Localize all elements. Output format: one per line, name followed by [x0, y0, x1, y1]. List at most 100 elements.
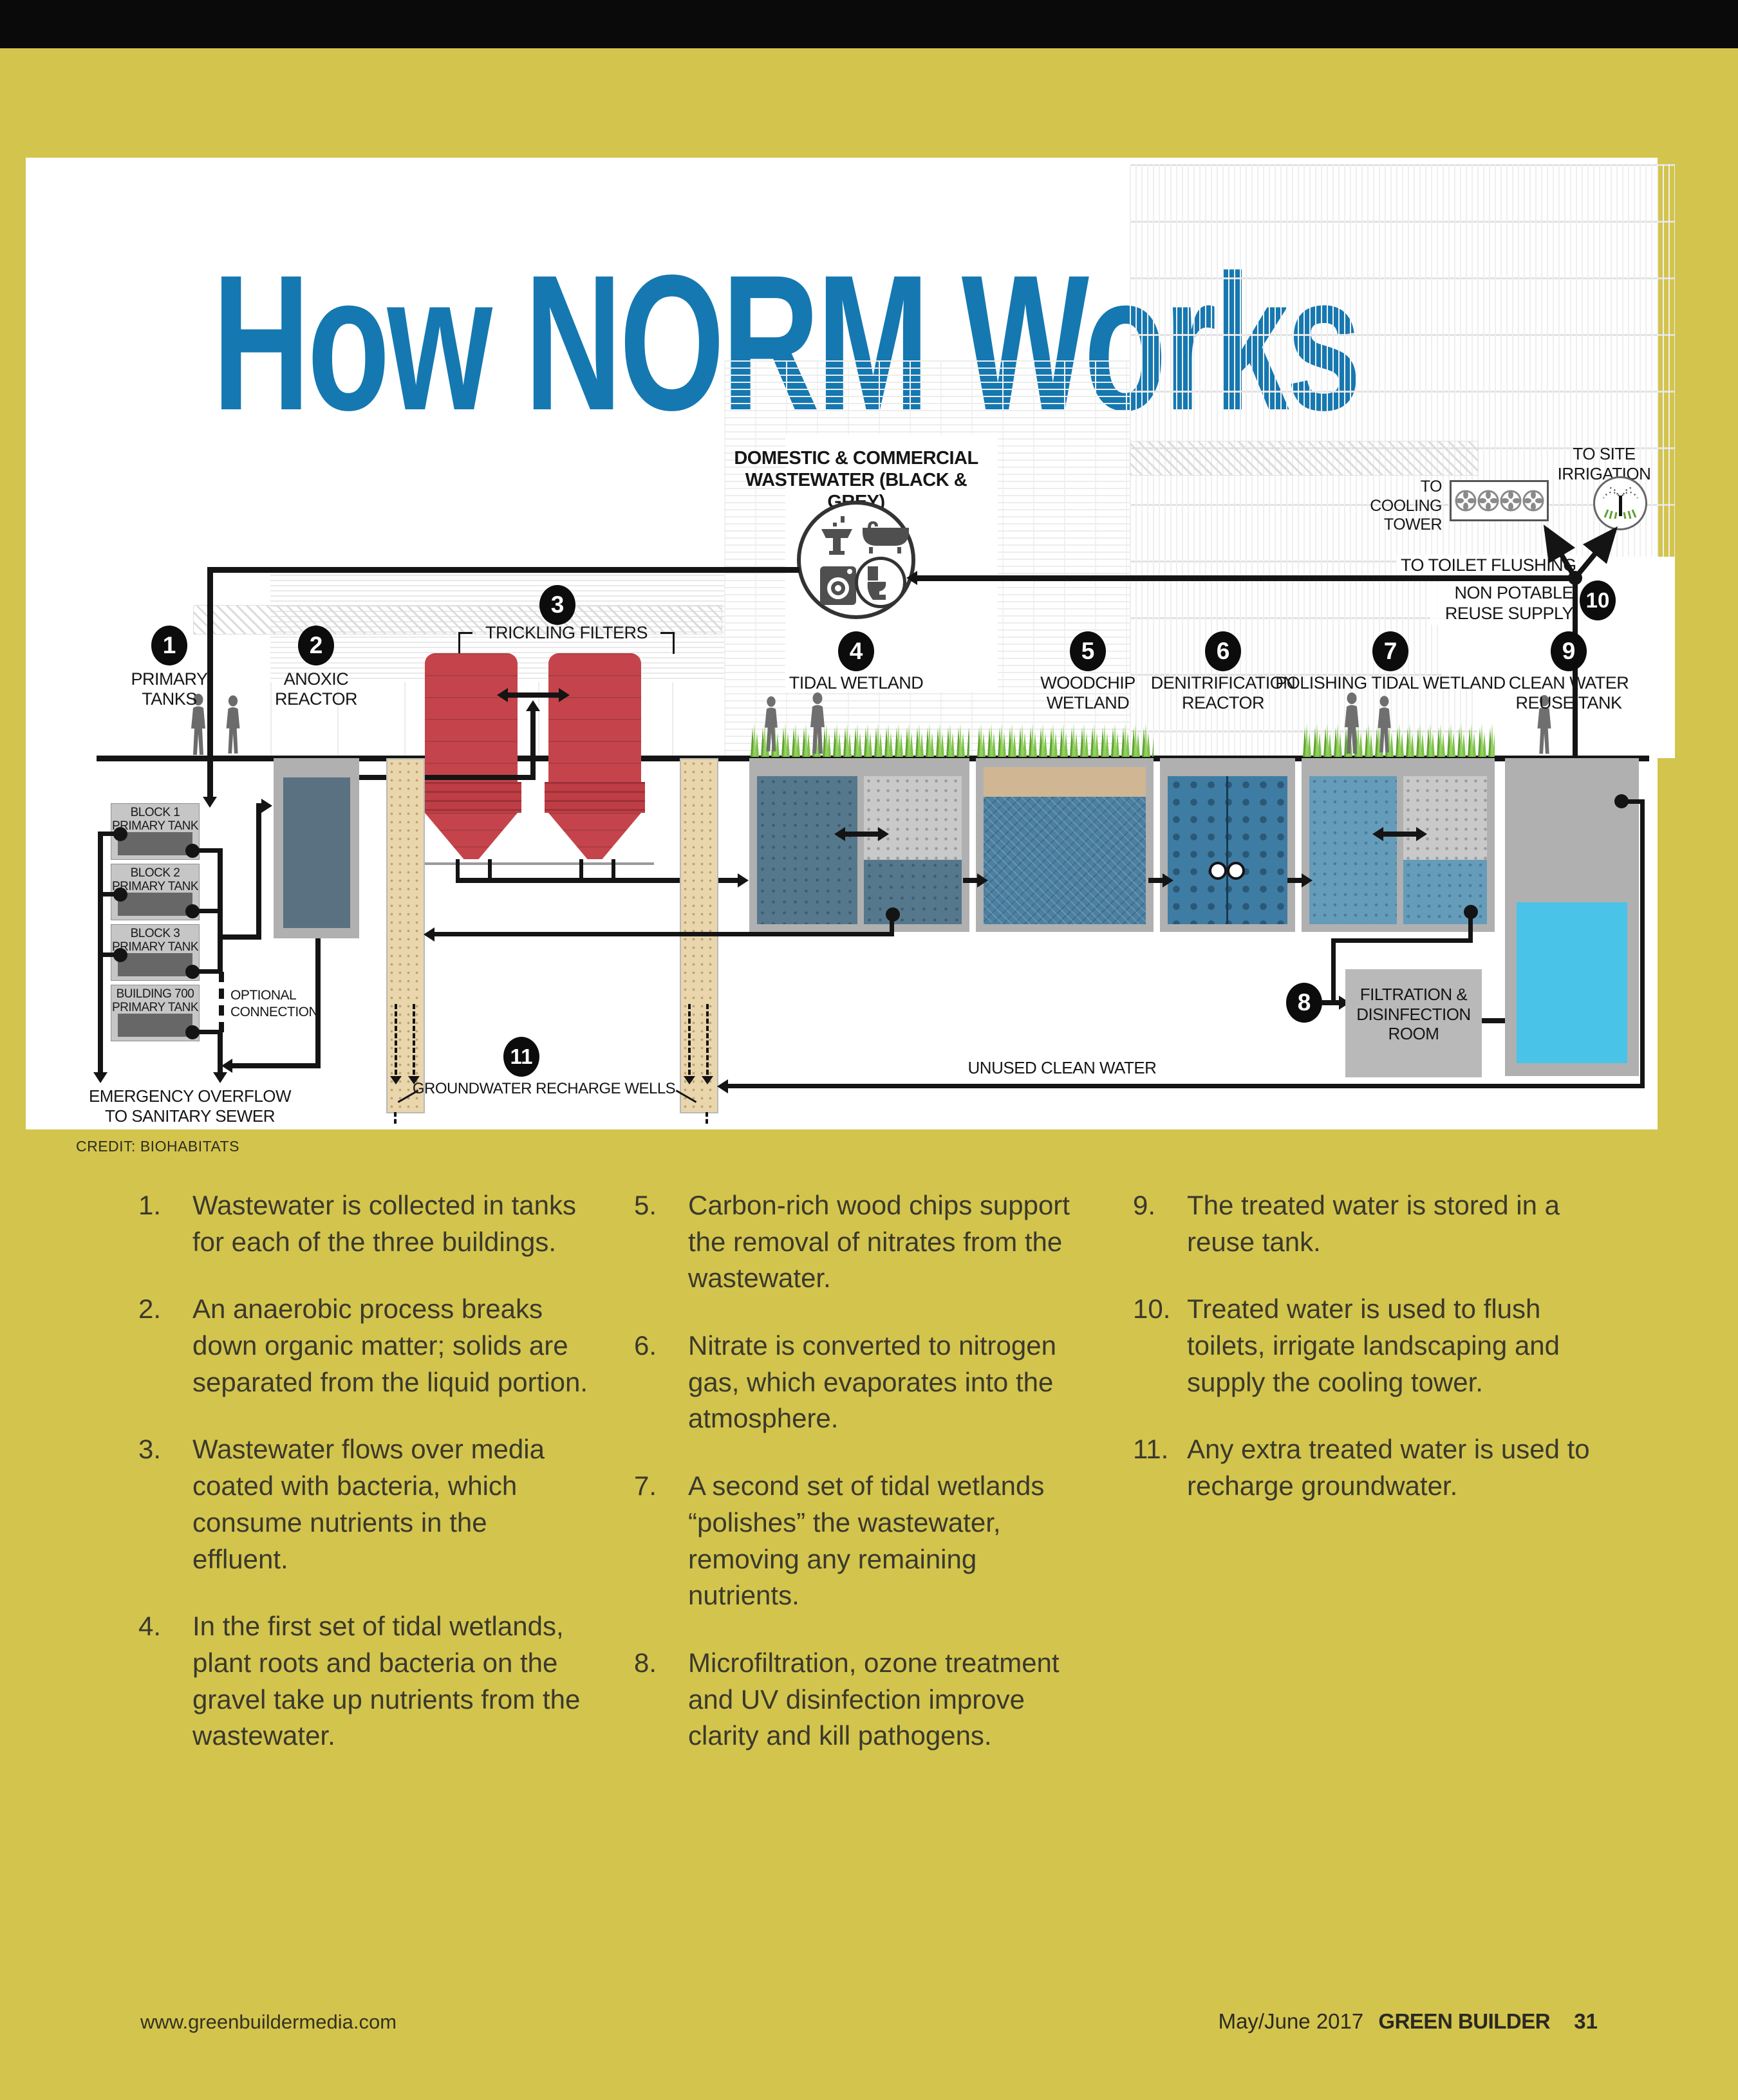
pipe-wastewater-vertical	[207, 567, 213, 797]
station-circle-3: 3	[539, 585, 575, 625]
steps-column-2: 5. Carbon-rich wood chips support the re…	[634, 1187, 1085, 1785]
station-circle-11: 11	[503, 1037, 539, 1077]
pipe-manifold-to-tidal	[456, 878, 739, 883]
pipe-denit-to-polishing	[1287, 878, 1305, 883]
pipe-room-to-tank	[1482, 1018, 1510, 1023]
station-label-3: TRICKLING FILTERS	[485, 623, 648, 642]
optional-connection-dashed	[219, 972, 224, 1032]
tidal-double-arrow-right	[878, 827, 889, 841]
tidal-recharge-h	[433, 932, 894, 936]
step-item: 3. Wastewater flows over media coated wi…	[138, 1431, 589, 1577]
well-right-dasharrow-2-head	[702, 1076, 713, 1084]
step-item: 10. Treated water is used to flush toile…	[1133, 1291, 1596, 1400]
step-text: In the first set of tidal wetlands, plan…	[192, 1611, 581, 1751]
unused-h-long	[727, 1084, 1645, 1088]
station-circle-7: 7	[1372, 631, 1408, 671]
step-number: 11.	[1133, 1434, 1169, 1465]
right-dot-3	[185, 965, 200, 979]
trickling-bracket-dropleft	[458, 632, 460, 654]
filter-double-arrow-right	[559, 688, 570, 702]
left-dot-2	[113, 887, 127, 902]
fan-icon	[1455, 490, 1476, 512]
steps-column-1: 1. Wastewater is collected in tanks for …	[138, 1187, 589, 1785]
sprinkler-icon	[1602, 487, 1639, 519]
filter1-outlet-a	[456, 859, 460, 883]
recharge-well-left	[386, 758, 425, 1113]
pipe-tidal-to-woodchip	[963, 878, 981, 883]
footer-magazine: GREEN BUILDER	[1378, 2009, 1551, 2033]
pipe-8-into-room	[1321, 1000, 1343, 1005]
fan-icon	[1522, 490, 1544, 512]
left-stub-2	[98, 892, 120, 897]
step-number: 1.	[138, 1190, 162, 1220]
station-circle-8: 8	[1286, 983, 1322, 1023]
right-trunk-upper	[218, 848, 223, 972]
right-stub-4	[193, 1030, 220, 1034]
station-circle-4: 4	[838, 631, 874, 671]
step-item: 9. The treated water is stored in a reus…	[1133, 1187, 1596, 1260]
left-dot-3	[113, 948, 127, 962]
station-label-7: POLISHING TIDAL WETLAND	[1275, 673, 1506, 692]
tidal-cell2-water	[864, 860, 962, 924]
station-label-1: PRIMARY TANKS	[131, 669, 208, 709]
building700-label: BUILDING 700 PRIMARY TANK	[111, 987, 199, 1014]
step-number: 6.	[634, 1330, 657, 1361]
pedestrians-polishing	[1345, 692, 1391, 754]
footer-page-number: 31	[1574, 2009, 1598, 2033]
fan-icon	[1500, 490, 1521, 512]
unused-clean-water-label: UNUSED CLEAN WATER	[967, 1058, 1157, 1077]
arrowhead-into-anoxic	[261, 799, 272, 813]
pipe-anoxic-to-filters-h	[345, 775, 536, 780]
pipe-wastewater-horizontal	[210, 567, 799, 573]
station-label-5: WOODCHIP WETLAND	[1040, 673, 1135, 713]
footer-url: www.greenbuildermedia.com	[140, 2011, 397, 2033]
step-text: Wastewater is collected in tanks for eac…	[192, 1190, 577, 1257]
right-stub-1	[193, 848, 220, 853]
below-well-right-dash	[705, 1112, 708, 1124]
right-dot-2	[185, 904, 200, 918]
trickling-filter-2-flange	[545, 782, 645, 813]
left-stub-3	[98, 952, 120, 957]
arrowhead-into-well-left	[424, 927, 434, 942]
step-item: 8. Microfiltration, ozone treatment and …	[634, 1645, 1085, 1754]
step-item: 2. An anaerobic process breaks down orga…	[138, 1291, 589, 1400]
station-label-6: DENITRIFICATION REACTOR	[1150, 673, 1296, 713]
step-text: A second set of tidal wetlands “polishes…	[688, 1471, 1045, 1611]
arrowhead-into-polishing	[1302, 873, 1313, 887]
filter-double-arrow-left	[497, 688, 508, 702]
step-text: Wastewater flows over media coated with …	[192, 1434, 545, 1574]
step-number: 7.	[634, 1471, 657, 1501]
polishing-cell1-water	[1309, 776, 1397, 924]
top-black-bar	[0, 0, 1738, 48]
reuse-tank-water	[1517, 902, 1627, 1063]
well-left-dasharrow-2-head	[408, 1076, 420, 1084]
pedestrians-tidal	[765, 692, 825, 754]
station-circle-10: 10	[1580, 581, 1616, 620]
step-text: Any extra treated water is used to recha…	[1187, 1434, 1590, 1501]
step-text: Microfiltration, ozone treatment and UV …	[688, 1647, 1060, 1751]
trickling-filter-1-flange	[421, 782, 521, 813]
arrowhead-into-denit	[1163, 873, 1173, 887]
grass-tidal-wetland	[749, 723, 969, 757]
step-number: 9.	[1133, 1190, 1156, 1220]
step-item: 5. Carbon-rich wood chips support the re…	[634, 1187, 1085, 1297]
filter-double-arrow-line	[506, 692, 560, 698]
arrowhead-into-well-right	[717, 1079, 728, 1093]
left-dot-1	[113, 827, 127, 841]
non-potable-label: NON POTABLE REUSE SUPPLY	[1430, 582, 1577, 625]
arrowhead-into-toilet	[906, 571, 917, 585]
trickling-bracket-dropright	[673, 632, 675, 654]
station-circle-1: 1	[151, 626, 187, 665]
toilet-icon	[867, 566, 886, 600]
below-well-left-dash	[394, 1112, 397, 1124]
block2-inner	[118, 893, 192, 916]
trickling-bracket-left	[458, 632, 472, 634]
step-number: 8.	[634, 1647, 657, 1678]
right-dot-4	[185, 1025, 200, 1039]
arrowhead-into-block1	[203, 797, 217, 808]
right-dot-1	[185, 844, 200, 858]
step-item: 7. A second set of tidal wetlands “polis…	[634, 1468, 1085, 1614]
woodchip-soil-layer	[984, 767, 1146, 797]
right-stub-2	[193, 909, 220, 913]
steps-column-3: 9. The treated water is stored in a reus…	[1133, 1187, 1596, 1536]
